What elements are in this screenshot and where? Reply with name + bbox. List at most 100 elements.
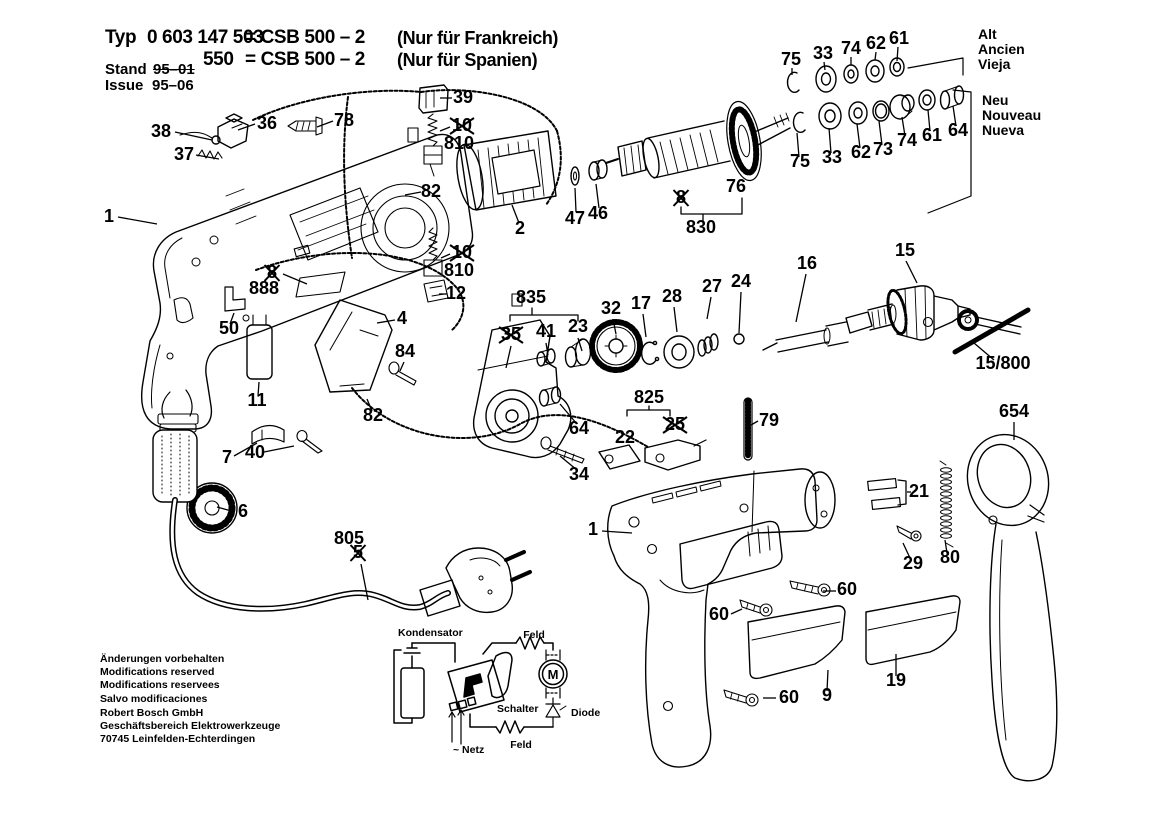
part-label-64: 64 (948, 120, 968, 140)
screw-34 (540, 436, 585, 464)
leader-line (376, 319, 396, 324)
stand-label: Stand (105, 61, 147, 78)
leader-line (856, 123, 861, 149)
lever-25 (644, 439, 707, 471)
brush-holder-39 (418, 84, 449, 114)
bracket-50 (224, 286, 246, 312)
leader-line (399, 361, 405, 372)
leader-line (750, 420, 759, 426)
part-label-60: 60 (837, 579, 857, 599)
leader-line (927, 109, 931, 132)
leader-line (545, 342, 549, 356)
chuck-15 (886, 285, 971, 341)
leader-line (612, 318, 617, 335)
part-label-23: 23 (568, 316, 588, 336)
part-label-810: 810 (444, 133, 474, 153)
ball-24 (733, 333, 745, 345)
clamp-screw-40 (296, 429, 323, 454)
housing-screws-60 (723, 580, 831, 707)
field-coil-top (515, 636, 545, 650)
leader-line (878, 120, 883, 146)
legend-new: Neu Nouveau Nueva (982, 93, 1041, 138)
part-label-1: 1 (588, 519, 598, 539)
housing-body-right (607, 468, 836, 768)
leader-line (316, 120, 334, 128)
part-label-17: 17 (631, 293, 651, 313)
leader-line (828, 127, 832, 154)
bushing-41 (536, 348, 556, 367)
hanging-loop-654 (966, 433, 1058, 782)
bearing-row-old (786, 57, 905, 93)
part-label-15: 15 (895, 240, 915, 260)
circuit-label-kondensator: Kondensator (398, 627, 463, 639)
notice-es: Salvo modificaciones (100, 692, 208, 705)
capacitor-11 (246, 314, 273, 380)
leader-line (896, 46, 899, 62)
model-eq-1: = CSB 500 – 2 (245, 27, 365, 48)
stator-2 (456, 130, 557, 211)
type-number: 0 603 147 503 (147, 27, 264, 48)
leader-line (796, 132, 800, 158)
part-label-16: 16 (797, 253, 817, 273)
leader-line (366, 398, 373, 412)
leader-line (944, 539, 948, 554)
motor-symbol (538, 659, 568, 689)
housing-shell-left (141, 133, 474, 430)
brush-symbol-top (545, 649, 561, 661)
part-label-33: 33 (813, 43, 833, 63)
circuit-label-feld: Feld (510, 739, 532, 751)
part-label-12: 12 (446, 283, 466, 303)
part-label-82: 82 (363, 405, 383, 425)
leader-line (673, 306, 678, 333)
notice-de: Änderungen vorbehalten (100, 653, 225, 665)
part-label-41: 41 (536, 321, 556, 341)
gear-hub-23 (564, 338, 592, 368)
part-label-75: 75 (790, 151, 810, 171)
part-label-7: 7 (222, 447, 232, 467)
field-coil-bottom (495, 720, 525, 734)
leader-line (973, 342, 995, 361)
brush-symbol-bottom (545, 687, 561, 699)
part-label-46: 46 (588, 203, 608, 223)
wire-top-right (482, 642, 517, 655)
part-label-4: 4 (397, 308, 407, 328)
leader-line (440, 253, 451, 259)
legend-old-es: Vieja (978, 56, 1011, 72)
motor-letter: M (548, 667, 559, 682)
model-eq-2: = CSB 500 – 2 (245, 49, 365, 70)
modification-notice: Änderungen vorbehalten Modifications res… (100, 653, 224, 706)
washer-47 (570, 166, 580, 186)
circuit-label-feld: Feld (523, 629, 545, 641)
model-note-1: (Nur für Frankreich) (397, 28, 559, 48)
plate-22 (598, 444, 641, 470)
leader-line (174, 131, 213, 141)
bushing-46 (588, 159, 608, 181)
company-city: 70745 Leinfelden-Echterdingen (100, 733, 256, 746)
bearing-row-new (792, 85, 965, 133)
part-label-1: 1 (104, 206, 114, 226)
part-label-38: 38 (151, 121, 171, 141)
screw-29 (896, 525, 922, 542)
leader-line (559, 403, 578, 425)
part-label-61: 61 (889, 28, 909, 48)
leader-line (404, 191, 422, 196)
part-label-80: 80 (940, 547, 960, 567)
leader-line (595, 183, 600, 209)
part-label-78: 78 (334, 110, 354, 130)
part-label-76: 76 (726, 176, 746, 196)
issue-value: 95–06 (152, 77, 194, 94)
chuck-key-15-800 (952, 307, 1031, 355)
leader-line (905, 260, 918, 284)
part-label-37: 37 (174, 144, 194, 164)
leader-line (117, 216, 158, 225)
leader-line (826, 669, 829, 692)
gear-housing-835 (472, 319, 572, 459)
leader-line (577, 337, 583, 352)
washers-27 (697, 333, 719, 357)
part-label-74: 74 (841, 38, 861, 58)
part-label-15-800: 15/800 (975, 353, 1030, 373)
notice-fr: Modifications reservees (100, 679, 220, 692)
